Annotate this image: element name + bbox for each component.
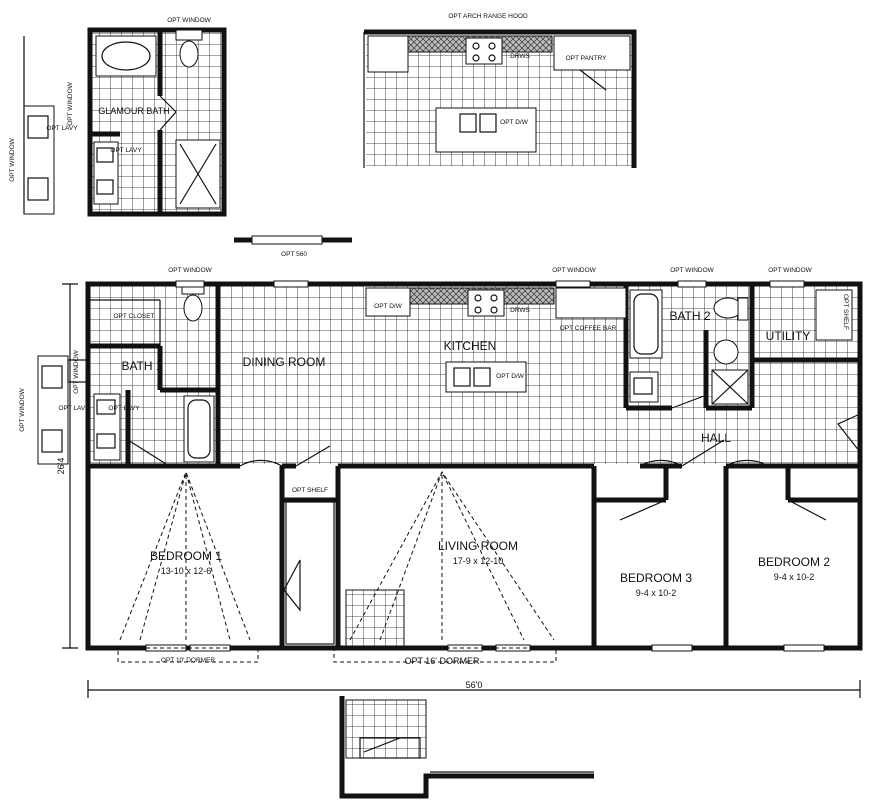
label-bedroom3-dim: 9-4 x 10-2 bbox=[636, 588, 677, 598]
bedroom1-closet-walls bbox=[279, 466, 341, 648]
kitchen-inset bbox=[363, 29, 637, 168]
door-living bbox=[295, 445, 331, 467]
tub-bath2 bbox=[629, 289, 663, 359]
bath2-utility-walls bbox=[623, 284, 860, 411]
tub-bath1 bbox=[183, 395, 215, 463]
label-island-opt-dw: OPT D/W bbox=[496, 373, 525, 380]
label-bedroom3: BEDROOM 3 bbox=[620, 571, 692, 585]
label-window-bath1: OPT WINDOW bbox=[168, 267, 212, 274]
door-bedroom2 bbox=[725, 459, 769, 467]
label-opt-pantry: OPT PANTRY bbox=[566, 55, 607, 62]
plan-labels: OPT WINDOW GLAMOUR BATH OPT LAVY OPT LAV… bbox=[9, 13, 849, 690]
label-kitchen-drws: DRWS bbox=[510, 307, 530, 314]
door-bath2 bbox=[671, 395, 705, 409]
depth-dimension-line bbox=[62, 283, 78, 649]
dormer-living-lines bbox=[349, 470, 555, 641]
label-window-kitchen: OPT WINDOW bbox=[552, 267, 596, 274]
label-living-room-dim: 17-9 x 12-10 bbox=[453, 556, 504, 566]
window-bath1 bbox=[175, 280, 205, 288]
label-glamour-window-1: OPT WINDOW bbox=[167, 17, 211, 24]
label-glamour-bath: GLAMOUR BATH bbox=[98, 106, 169, 116]
label-opt-closet: OPT CLOSET bbox=[113, 313, 154, 320]
kitchen-inset-island bbox=[435, 107, 537, 153]
kitchen-island bbox=[445, 361, 527, 393]
label-opt-arch-range-hood: OPT ARCH RANGE HOOD bbox=[448, 13, 528, 20]
tile-floor-common bbox=[218, 286, 858, 464]
bath1-walls bbox=[88, 284, 221, 466]
label-glamour-left-window: OPT WINDOW bbox=[9, 137, 16, 181]
label-left-window: OPT WINDOW bbox=[19, 387, 26, 431]
label-window-bath2: OPT WINDOW bbox=[670, 267, 714, 274]
kitchen-inset-dw bbox=[367, 35, 409, 73]
label-bedroom1: BEDROOM 1 bbox=[150, 549, 222, 563]
closet-door-br2 bbox=[787, 499, 827, 521]
label-bath1: BATH 1 bbox=[121, 359, 162, 373]
label-glamour-left-lavy: OPT LAVY bbox=[46, 125, 78, 132]
label-utility: UTILITY bbox=[766, 329, 811, 343]
label-bath1-opt-lavy: OPT LAVY bbox=[108, 405, 140, 412]
opt-lavy-bumpout bbox=[37, 355, 69, 465]
label-opt-10-dormer: OPT 10' DORMER bbox=[161, 657, 216, 664]
glamour-bath-inset bbox=[23, 27, 227, 217]
opt-560-detail bbox=[234, 235, 352, 245]
window-dining bbox=[273, 280, 309, 288]
label-hall: HALL bbox=[701, 431, 731, 445]
glamour-opt-lavy bbox=[23, 105, 55, 215]
label-opt-coffee-bar: OPT COFFEE BAR bbox=[560, 325, 617, 332]
vanity-bath1 bbox=[93, 393, 121, 461]
glamour-tub bbox=[95, 35, 157, 77]
window-kitchen bbox=[555, 280, 591, 288]
label-closet-opt-shelf: OPT SHELF bbox=[292, 487, 328, 494]
label-glamour-opt-lavy: OPT LAVY bbox=[110, 147, 142, 154]
label-bedroom1-dim: 13-10 x 12-6 bbox=[161, 566, 212, 576]
window-bath2 bbox=[677, 280, 707, 288]
label-bath2: BATH 2 bbox=[669, 309, 710, 323]
range bbox=[467, 289, 505, 317]
water-heater bbox=[713, 339, 739, 365]
closet-door-br3 bbox=[619, 499, 667, 521]
label-opt-16-dormer: OPT 16' DORMER bbox=[404, 656, 480, 666]
label-left-opt-lavy: OPT LAVY bbox=[58, 405, 90, 412]
entry-door-hall bbox=[837, 413, 861, 453]
bedroom1-closet bbox=[285, 501, 335, 645]
main-floor-plan bbox=[37, 280, 863, 698]
label-dining-room: DINING ROOM bbox=[243, 355, 326, 369]
door-bedroom1 bbox=[239, 459, 283, 467]
label-kitchen-opt-dw: OPT D/W bbox=[374, 303, 403, 310]
label-living-room: LIVING ROOM bbox=[438, 539, 518, 553]
label-bedroom2-dim: 9-4 x 10-2 bbox=[774, 572, 815, 582]
label-utility-opt-shelf: OPT SHELF bbox=[842, 294, 849, 330]
toilet-bath1 bbox=[183, 294, 203, 322]
label-width-dim: 56'0 bbox=[466, 680, 483, 690]
kitchen-inset-pantry bbox=[553, 35, 631, 71]
door-hall bbox=[681, 439, 725, 467]
door-bath1 bbox=[127, 439, 167, 465]
bedroom-walls bbox=[591, 466, 860, 648]
width-dimension-line bbox=[87, 680, 861, 698]
label-inset-drws: DRWS bbox=[510, 53, 530, 60]
label-glamour-mid-window: OPT WINDOW bbox=[67, 81, 74, 125]
label-opt-560: OPT 560 bbox=[281, 251, 307, 258]
door-bedroom3 bbox=[639, 459, 683, 467]
dormer-br1-lines bbox=[119, 470, 251, 641]
label-kitchen: KITCHEN bbox=[444, 339, 497, 353]
window-utility bbox=[769, 280, 805, 288]
label-window-utility: OPT WINDOW bbox=[768, 267, 812, 274]
label-depth-dim: 26'4 bbox=[56, 458, 66, 475]
label-bedroom2: BEDROOM 2 bbox=[758, 555, 830, 569]
opt-closet-outline bbox=[90, 299, 161, 346]
label-left-window-2: OPT WINDOW bbox=[73, 349, 80, 393]
glamour-toilet bbox=[179, 40, 199, 68]
dishwasher-left bbox=[365, 287, 411, 317]
sink-bath2 bbox=[629, 371, 659, 403]
washer-dryer bbox=[815, 289, 853, 341]
entry-landing bbox=[345, 589, 405, 647]
coffee-bar bbox=[555, 287, 627, 319]
label-inset-opt-dw: OPT D/W bbox=[500, 119, 529, 126]
entry-detail bbox=[339, 696, 594, 799]
closet-bifold bbox=[283, 559, 301, 612]
